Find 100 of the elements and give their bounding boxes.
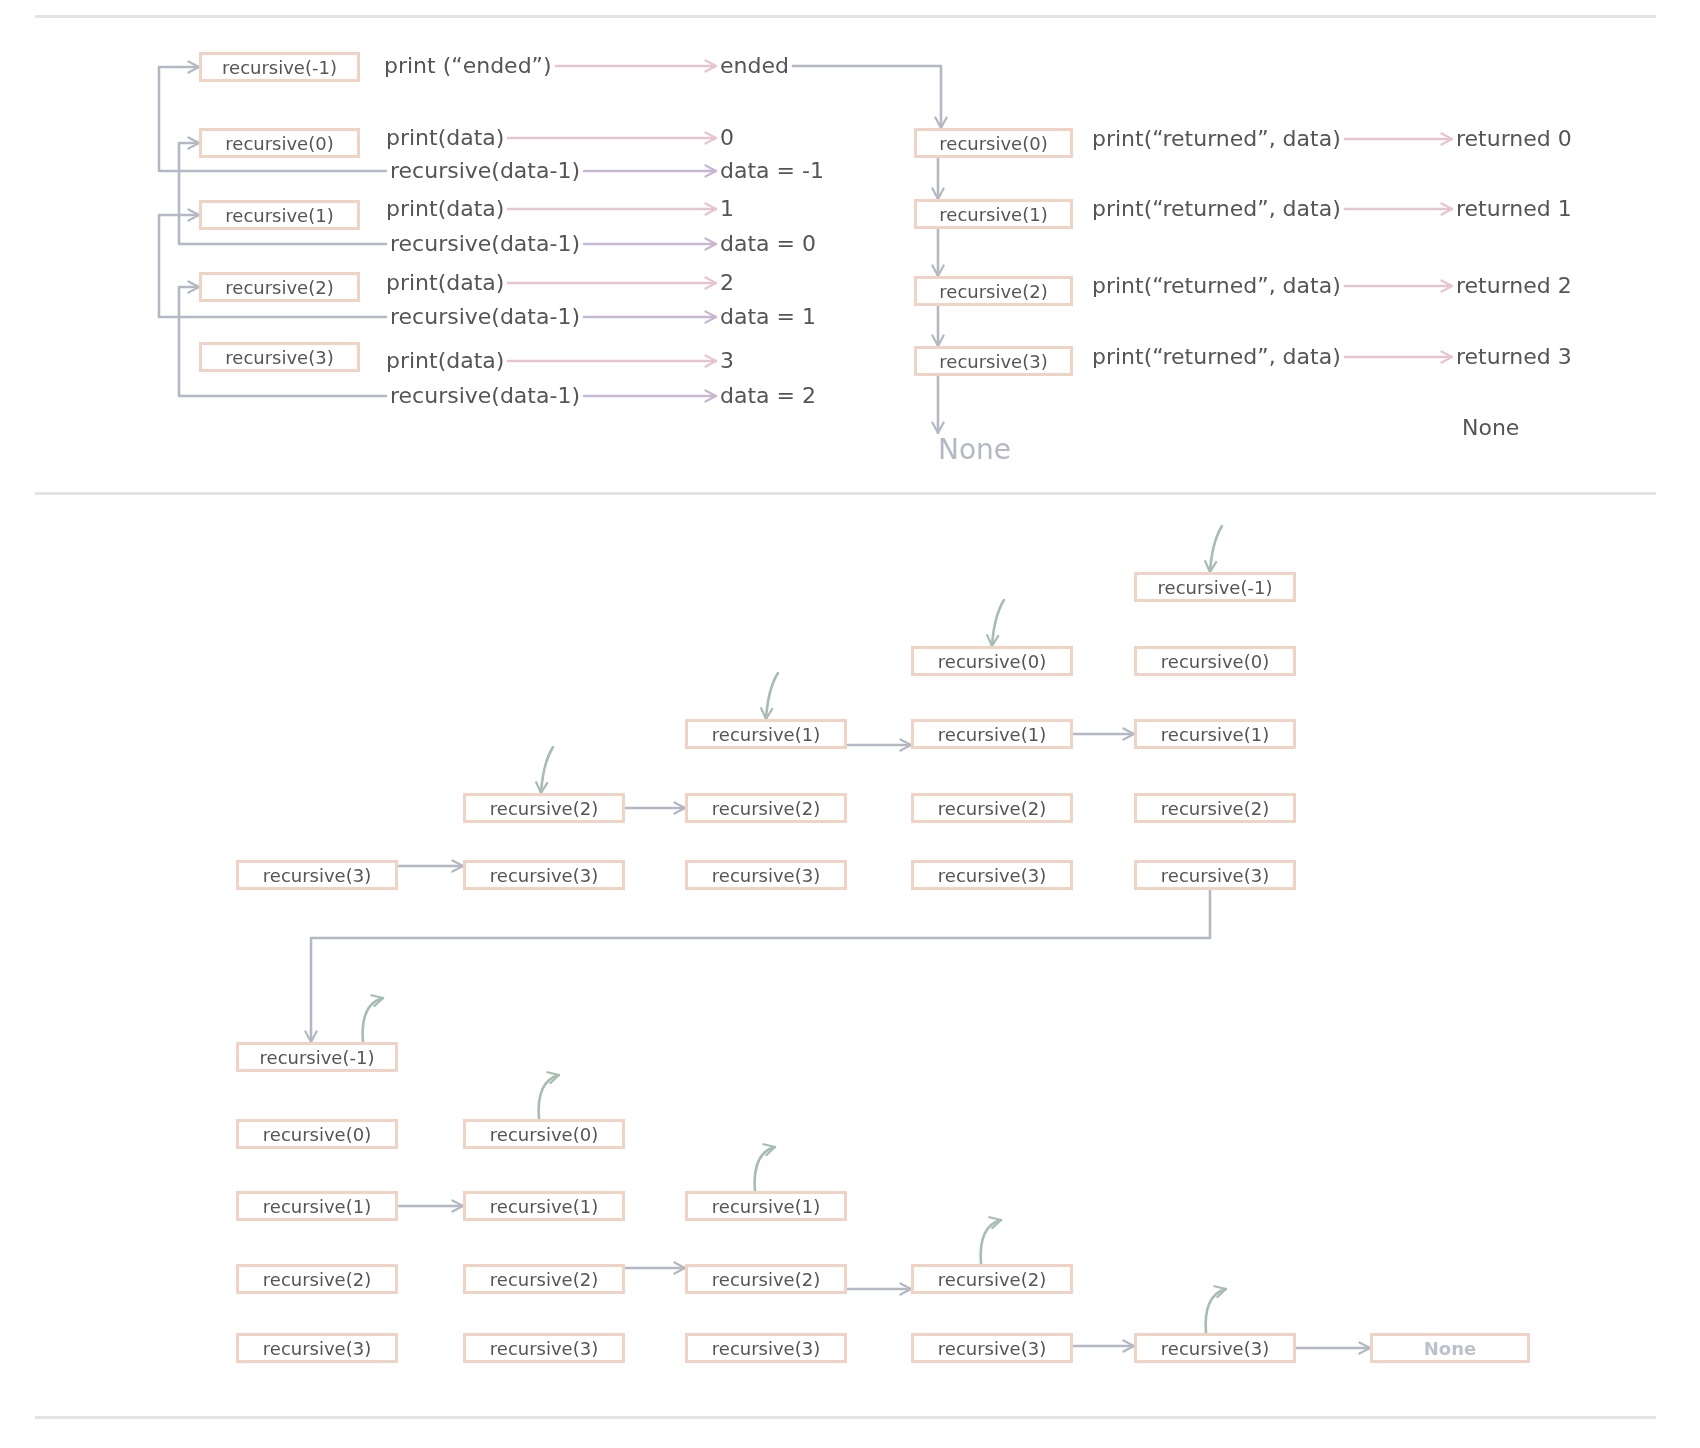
arrow bbox=[1294, 1341, 1372, 1355]
stack-frame-box: recursive(3) bbox=[236, 860, 398, 890]
output-text: 0 bbox=[716, 124, 738, 152]
output-text: ended bbox=[716, 52, 793, 80]
stack-frame-box: recursive(-1) bbox=[236, 1042, 398, 1072]
arrow bbox=[931, 304, 945, 348]
code-line: print (“ended”) bbox=[380, 52, 556, 80]
arrow bbox=[396, 1199, 465, 1213]
curved-arrow bbox=[537, 1071, 561, 1121]
arrow bbox=[1343, 279, 1454, 293]
code-line: recursive(data-1) bbox=[386, 157, 584, 185]
arrow bbox=[931, 374, 945, 435]
call-box: recursive(-1) bbox=[199, 52, 360, 82]
stack-frame-box: recursive(1) bbox=[1134, 719, 1296, 749]
arrow bbox=[845, 738, 913, 752]
stack-frame-box: recursive(0) bbox=[463, 1119, 625, 1149]
stack-frame-box: recursive(1) bbox=[236, 1191, 398, 1221]
stack-frame-box: recursive(3) bbox=[685, 1333, 847, 1363]
output-text: data = 2 bbox=[716, 382, 820, 410]
code-line: print(“returned”, data) bbox=[1088, 343, 1345, 371]
stack-frame-box: recursive(1) bbox=[911, 719, 1073, 749]
elbow-arrow bbox=[304, 888, 1212, 1044]
arrow bbox=[845, 1282, 913, 1296]
arrow bbox=[506, 276, 718, 290]
curved-arrow bbox=[986, 598, 1006, 648]
curved-arrow bbox=[535, 745, 555, 795]
result-box: None bbox=[1370, 1333, 1530, 1363]
output-text: data = -1 bbox=[716, 157, 828, 185]
stack-frame-box: recursive(2) bbox=[463, 1264, 625, 1294]
code-line: print(data) bbox=[382, 269, 509, 297]
arrow bbox=[506, 131, 718, 145]
stack-frame-box: recursive(1) bbox=[685, 719, 847, 749]
output-text: returned 1 bbox=[1452, 195, 1576, 223]
arrow bbox=[1343, 202, 1454, 216]
output-text: None bbox=[1461, 414, 1521, 442]
code-line: print(“returned”, data) bbox=[1088, 195, 1345, 223]
code-line: recursive(data-1) bbox=[386, 303, 584, 331]
code-line: print(“returned”, data) bbox=[1088, 125, 1345, 153]
stack-frame-box: recursive(2) bbox=[463, 793, 625, 823]
output-text: returned 3 bbox=[1452, 343, 1576, 371]
stack-frame-box: recursive(2) bbox=[685, 1264, 847, 1294]
elbow-arrow bbox=[157, 60, 388, 173]
arrow bbox=[931, 156, 945, 201]
stack-frame-box: recursive(0) bbox=[911, 646, 1073, 676]
output-text: returned 2 bbox=[1452, 272, 1576, 300]
stack-frame-box: recursive(3) bbox=[463, 1333, 625, 1363]
elbow-arrow bbox=[157, 208, 388, 319]
code-line: print(data) bbox=[382, 347, 509, 375]
elbow-arrow bbox=[177, 280, 388, 398]
call-box: recursive(3) bbox=[199, 342, 360, 372]
call-box: recursive(0) bbox=[914, 128, 1073, 158]
output-text: data = 1 bbox=[716, 303, 820, 331]
stack-frame-box: recursive(0) bbox=[1134, 646, 1296, 676]
output-text: data = 0 bbox=[716, 230, 820, 258]
output-text: 1 bbox=[716, 195, 738, 223]
arrow bbox=[1071, 727, 1136, 741]
stack-frame-box: recursive(2) bbox=[911, 1264, 1073, 1294]
code-line: print(“returned”, data) bbox=[1088, 272, 1345, 300]
arrow bbox=[1343, 350, 1454, 364]
arrow bbox=[582, 237, 718, 251]
stack-frame-box: recursive(3) bbox=[463, 860, 625, 890]
curved-arrow bbox=[1204, 524, 1224, 574]
call-box: recursive(0) bbox=[199, 128, 360, 158]
stack-frame-box: recursive(1) bbox=[463, 1191, 625, 1221]
return-value-text: None bbox=[934, 433, 1016, 467]
elbow-arrow bbox=[177, 136, 388, 246]
stack-frame-box: recursive(3) bbox=[685, 860, 847, 890]
arrow bbox=[623, 801, 687, 815]
stack-frame-box: recursive(2) bbox=[236, 1264, 398, 1294]
curved-arrow bbox=[760, 671, 780, 721]
stack-frame-box: recursive(2) bbox=[685, 793, 847, 823]
code-line: recursive(data-1) bbox=[386, 382, 584, 410]
stack-frame-box: recursive(1) bbox=[685, 1191, 847, 1221]
call-box: recursive(1) bbox=[199, 200, 360, 230]
arrow bbox=[396, 859, 465, 873]
call-box: recursive(3) bbox=[914, 346, 1073, 376]
arrow bbox=[623, 1261, 687, 1275]
call-box: recursive(2) bbox=[199, 272, 360, 302]
curved-arrow bbox=[753, 1143, 777, 1193]
curved-arrow bbox=[361, 994, 385, 1044]
call-box: recursive(1) bbox=[914, 199, 1073, 229]
code-line: print(data) bbox=[382, 195, 509, 223]
elbow-arrow bbox=[791, 64, 948, 130]
output-text: 3 bbox=[716, 347, 738, 375]
output-text: returned 0 bbox=[1452, 125, 1576, 153]
output-text: 2 bbox=[716, 269, 738, 297]
stack-frame-box: recursive(0) bbox=[236, 1119, 398, 1149]
stack-frame-box: recursive(-1) bbox=[1134, 572, 1296, 602]
arrow bbox=[582, 164, 718, 178]
stack-frame-box: recursive(2) bbox=[911, 793, 1073, 823]
stack-frame-box: recursive(2) bbox=[1134, 793, 1296, 823]
arrow bbox=[506, 202, 718, 216]
arrow bbox=[1343, 132, 1454, 146]
call-box: recursive(2) bbox=[914, 276, 1073, 306]
curved-arrow bbox=[979, 1216, 1003, 1266]
arrow bbox=[931, 227, 945, 278]
arrow bbox=[582, 310, 718, 324]
stack-frame-box: recursive(3) bbox=[911, 1333, 1073, 1363]
stack-frame-box: recursive(3) bbox=[911, 860, 1073, 890]
arrow bbox=[506, 354, 718, 368]
